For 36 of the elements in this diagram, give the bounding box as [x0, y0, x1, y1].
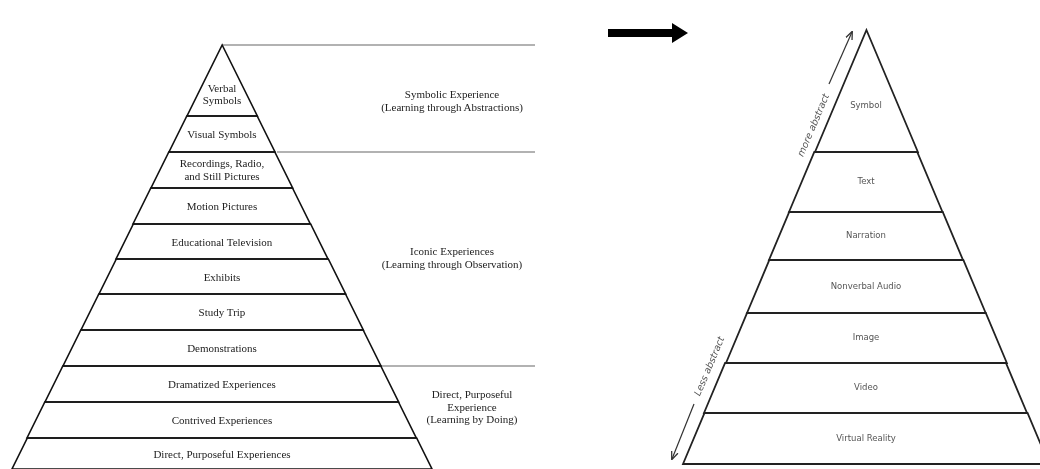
layer-label: Demonstrations	[187, 341, 257, 355]
layer-label: Contrived Experiences	[171, 413, 273, 427]
pyramid-layer	[80, 294, 364, 330]
layer-label: Video	[854, 383, 878, 393]
layer-label: Visual Symbols	[187, 127, 257, 141]
pyramid-layer	[63, 330, 381, 366]
pyramid-layer	[116, 224, 328, 259]
pyramid-layer	[769, 212, 963, 260]
pyramid-layer	[151, 152, 293, 188]
category-label: Iconic Experiences (Learning through Observation)	[380, 245, 524, 271]
layer-label: Virtual Reality	[836, 433, 896, 444]
layer-label: Direct, Purposeful Experiences	[153, 447, 291, 460]
layer-label: Verbal Symbols	[201, 82, 243, 108]
pyramid-layer	[27, 402, 417, 438]
layer-label: Study Trip	[198, 305, 246, 319]
layer-label: Text	[857, 177, 875, 187]
layer-label: Narration	[846, 231, 886, 241]
layer-label: Image	[852, 333, 880, 343]
layer-label: Recordings, Radio, and Still Pictures	[178, 157, 266, 183]
pyramid-layer	[12, 438, 432, 469]
layer-label: Motion Pictures	[186, 199, 258, 213]
pyramid-layer	[725, 313, 1007, 363]
pyramid-layer	[682, 413, 1040, 464]
layer-label: Dramatized Experiences	[168, 377, 276, 391]
pyramid-layer	[169, 116, 275, 152]
pyramid-layer	[45, 366, 399, 402]
pyramid-layer	[98, 259, 346, 294]
pyramid-layer	[746, 260, 986, 313]
pyramid-layer	[133, 188, 311, 224]
layer-label: Exhibits	[203, 270, 241, 283]
layer-label: Symbol	[850, 100, 882, 111]
category-label: Direct, Purposeful Experience (Learning by Doing)	[425, 388, 519, 426]
layer-label: Nonverbal Audio	[830, 281, 902, 292]
layer-label: Educational Television	[171, 235, 273, 248]
pyramid-layer	[186, 45, 258, 116]
category-label: Symbolic Experience (Learning through Abstractions)	[380, 88, 524, 114]
